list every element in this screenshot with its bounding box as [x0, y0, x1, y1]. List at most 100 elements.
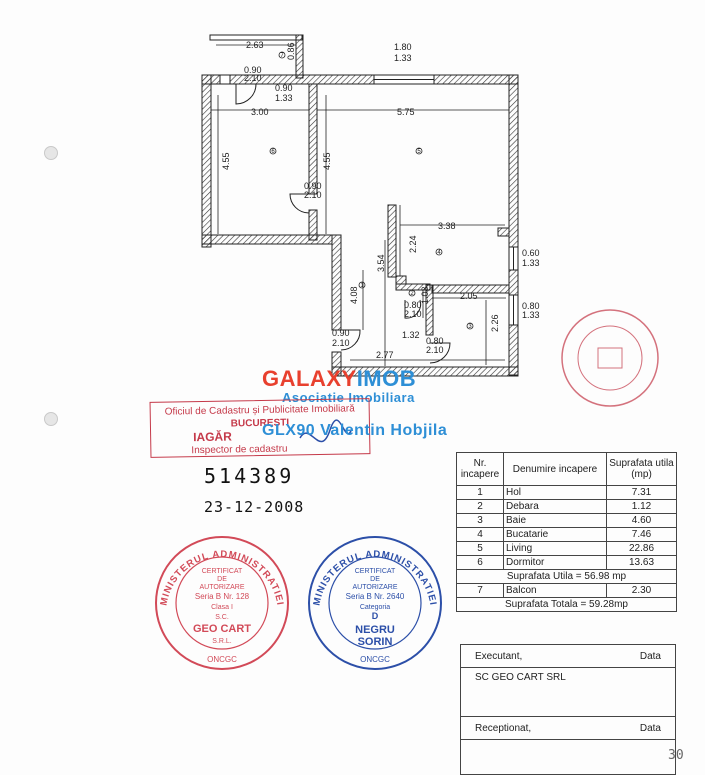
dim-label: 0.90	[332, 328, 350, 338]
room-nr: 1	[456, 485, 504, 500]
seal-left-line: AUTORIZARE	[200, 584, 245, 591]
dim-label: 4.55	[322, 152, 332, 170]
dim-label: 5.75	[397, 107, 415, 117]
room-name: Dormitor	[503, 555, 607, 570]
dim-label: 0.90	[244, 65, 262, 75]
dim-label: 0.80	[426, 336, 444, 346]
table-row: 2 Debara 1.12	[456, 499, 677, 514]
seal-left-bottom: ONCGC	[207, 655, 237, 664]
dim-label: 2.24	[408, 235, 418, 253]
table-row: Suprafata Totala = 59.28mp	[456, 597, 677, 612]
dim-label: 2.77	[376, 350, 394, 360]
room-number: 4	[437, 250, 441, 256]
seal-right-bottom: ONCGC	[360, 655, 390, 664]
dim-label: 1.33	[394, 53, 412, 63]
dim-label: 2.10	[244, 73, 262, 83]
dim-label: 2.10	[304, 190, 322, 200]
room-area: 1.12	[606, 499, 677, 514]
watermark-brand-part1: GALAXY	[262, 366, 357, 391]
dim-label: 2.26	[490, 314, 500, 332]
page-number: 30	[668, 748, 684, 763]
room-nr: 6	[456, 555, 504, 570]
seal-left-line: S.R.L.	[212, 638, 232, 645]
room-markers	[269, 51, 474, 330]
dim-label: 0.80	[522, 301, 540, 311]
table-row: 1 Hol 7.31	[456, 485, 677, 500]
dim-label: 4.55	[221, 152, 231, 170]
room-nr: 3	[456, 513, 504, 528]
watermark-brand: GALAXYIMOB	[262, 366, 416, 392]
room-number: 1	[360, 283, 364, 289]
receptionat-label: Receptionat,	[475, 722, 532, 734]
dim-label: 0.60	[522, 248, 540, 258]
registration-date: 23-12-2008	[204, 498, 305, 516]
dim-label: 1.33	[522, 258, 540, 268]
signature	[299, 419, 353, 443]
seal-left-line: DE	[217, 576, 227, 583]
dim-label: 0.90	[275, 83, 293, 93]
room-number: 6	[271, 149, 275, 155]
seal-right-line: AUTORIZARE	[353, 584, 398, 591]
dim-label: 2.63	[246, 40, 264, 50]
dim-label: 2.10	[426, 345, 444, 355]
table-row: Suprafata Utila = 56.98 mp	[456, 569, 677, 584]
doors	[235, 83, 451, 364]
table-row: 6 Dormitor 13.63	[456, 555, 677, 570]
punch-hole-bottom	[44, 412, 58, 426]
seal-left-line: Clasa I	[211, 604, 233, 611]
room-name: Living	[503, 541, 607, 556]
suprafata-totala: Suprafata Totala = 59.28mp	[456, 597, 677, 612]
dim-label: 1.33	[275, 93, 293, 103]
room-nr: 5	[456, 541, 504, 556]
room-number: 7	[280, 53, 284, 59]
watermark-brand-part2: IMOB	[356, 366, 417, 391]
dim-label: 3.38	[438, 221, 456, 231]
dim-label: 0.80	[404, 300, 422, 310]
dim-label: 2.10	[404, 309, 422, 319]
room-nr: 2	[456, 499, 504, 514]
cadastru-stamp-small	[561, 309, 659, 407]
room-area: 2.30	[606, 583, 677, 598]
seal-right-line: NEGRU	[355, 624, 395, 636]
seal-left-line: CERTIFICAT	[202, 568, 243, 575]
seal-left-line: S.C.	[215, 614, 229, 621]
room-name: Hol	[503, 485, 607, 500]
rooms-table: Nr. incapere Denumire incapere Suprafata…	[456, 452, 677, 612]
data-label: Data	[639, 722, 661, 734]
table-header: Denumire incapere	[503, 452, 607, 486]
room-area: 22.86	[606, 541, 677, 556]
executant-label: Executant,	[475, 650, 523, 662]
suprafata-utila: Suprafata Utila = 56.98 mp	[456, 569, 677, 584]
table-row: 3 Baie 4.60	[456, 513, 677, 528]
watermark-agent: GLX90 Valentin Hobjila	[262, 422, 448, 439]
room-name: Baie	[503, 513, 607, 528]
interior-walls	[308, 83, 510, 336]
seal-left: MINISTERUL ADMINISTRATIEI PUBLICE ONCGC …	[155, 536, 289, 670]
room-name: Balcon	[503, 583, 607, 598]
table-header: Suprafata utila (mp)	[606, 452, 677, 486]
room-name: Bucatarie	[503, 527, 607, 542]
executant-row: Executant, Data	[461, 645, 675, 668]
dim-label: 1.03	[420, 286, 430, 304]
room-area: 4.60	[606, 513, 677, 528]
dim-label: 3.54	[376, 254, 386, 272]
company-name: SC GEO CART SRL	[475, 672, 566, 683]
seal-right-line: DE	[370, 576, 380, 583]
dim-label: 2.05	[460, 291, 478, 301]
seal-right-line: SORIN	[358, 636, 393, 648]
dim-label: 3.00	[251, 107, 269, 117]
seal-left-line: Seria B Nr. 128	[195, 592, 250, 601]
registration-number: 514389	[204, 464, 295, 488]
room-nr: 7	[456, 583, 504, 598]
dimension-lines	[211, 44, 509, 366]
seal-right-line: Seria B Nr. 2640	[346, 592, 405, 601]
table-header-row: Nr. incapere Denumire incapere Suprafata…	[456, 452, 677, 486]
room-area: 13.63	[606, 555, 677, 570]
room-name: Debara	[503, 499, 607, 514]
room-area: 7.46	[606, 527, 677, 542]
table-header: Nr. incapere	[456, 452, 504, 486]
table-row: 4 Bucatarie 7.46	[456, 527, 677, 542]
room-area: 7.31	[606, 485, 677, 500]
seal-right-line: D	[372, 611, 379, 621]
